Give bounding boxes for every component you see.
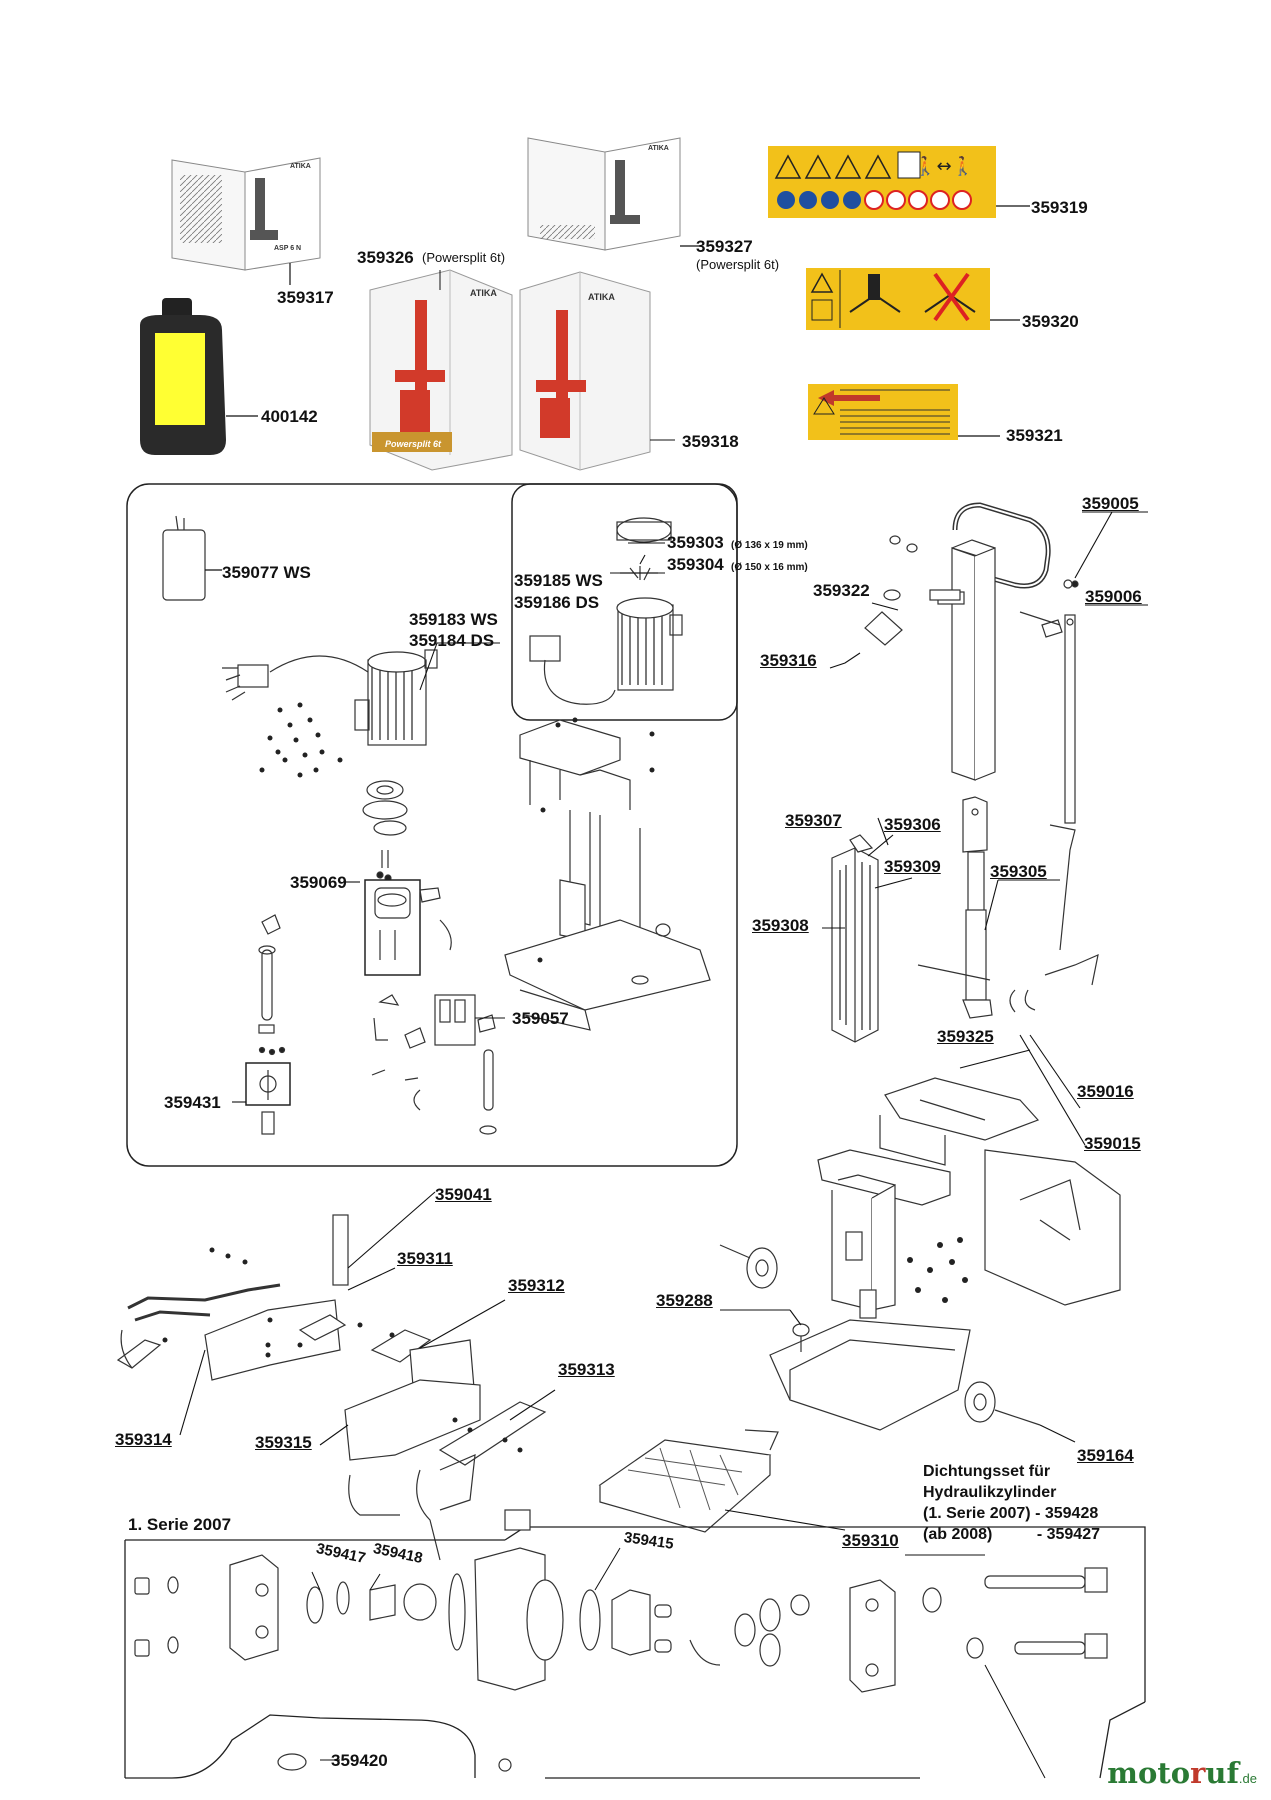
part-label-359183: 359183 WS [409, 610, 498, 629]
seal-kit-note-line1: Dichtungsset für [923, 1463, 1051, 1480]
box-359318: ATIKA [519, 271, 651, 471]
part-label-359322: 359322 [813, 581, 870, 600]
part-label-359317: 359317 [277, 288, 334, 307]
part-label-359313: 359313 [558, 1360, 615, 1379]
seal-kit-strip [124, 1509, 1146, 1779]
manual-359317-brand: ATIKA [290, 163, 311, 170]
part-label-359321: 359321 [1006, 426, 1063, 445]
motoruf-watermark: motoruf.de [1107, 1756, 1257, 1790]
warning-sticker-359320 [806, 268, 990, 330]
part-note-359303: (Ø 136 x 19 mm) [731, 540, 808, 551]
watermark-prefix: moto [1107, 1756, 1191, 1790]
part-note-359304: (Ø 150 x 16 mm) [731, 562, 808, 573]
box-359326: Powersplit 6t ATIKA [369, 269, 513, 471]
box-359326-brand: ATIKA [470, 288, 497, 298]
part-label-400142: 400142 [261, 407, 318, 426]
watermark-tld: .de [1238, 1771, 1257, 1786]
motor-assembly-parts [162, 515, 711, 1135]
part-label-359305: 359305 [990, 862, 1047, 881]
warning-sticker-359319: 🚶↔🚶 [768, 146, 996, 218]
part-label-359309: 359309 [884, 857, 941, 876]
serie-2007-label: 1. Serie 2007 [128, 1515, 232, 1534]
part-label-359077: 359077 WS [222, 563, 311, 582]
part-label-359320: 359320 [1022, 312, 1079, 331]
part-label-359069: 359069 [290, 873, 347, 892]
part-label-359164: 359164 [1077, 1446, 1134, 1465]
box-359318-brand: ATIKA [588, 292, 615, 302]
part-label-359304: 359304 [667, 555, 724, 574]
part-label-359303: 359303 [667, 533, 724, 552]
part-label-359005: 359005 [1082, 494, 1139, 513]
manual-359317-illustration: ATIKA ASP 6 N [171, 157, 321, 271]
part-label-359288: 359288 [656, 1291, 713, 1310]
oil-bottle-400142 [140, 298, 226, 455]
manual-359327-illustration: ATIKA [527, 137, 681, 251]
part-label-359184: 359184 DS [409, 631, 495, 650]
part-note-359326: (Powersplit 6t) [422, 250, 506, 265]
warning-sticker-359321 [808, 384, 958, 440]
part-label-359318: 359318 [682, 432, 739, 451]
motor-assembly-frame [126, 483, 738, 1167]
svg-text:🚶↔🚶: 🚶↔🚶 [914, 155, 974, 177]
watermark-suffix: uf [1205, 1756, 1239, 1790]
watermark-r: r [1190, 1756, 1206, 1790]
part-label-359306: 359306 [884, 815, 941, 834]
manual-359327-brand: ATIKA [648, 145, 669, 152]
column-assembly [831, 502, 1099, 1043]
part-label-359327: 359327 [696, 237, 753, 256]
part-label-359186: 359186 DS [514, 593, 600, 612]
part-note-359327: (Powersplit 6t) [696, 257, 780, 272]
part-label-359314: 359314 [115, 1430, 172, 1449]
part-label-359057: 359057 [512, 1009, 569, 1028]
seal-kit-note: Dichtungsset für Hydraulikzylinder (1. S… [923, 1461, 1100, 1545]
part-label-359311: 359311 [397, 1249, 453, 1268]
leader-lines-lever [179, 1191, 556, 1446]
part-label-359185: 359185 WS [514, 571, 603, 590]
part-label-359312: 359312 [508, 1276, 565, 1295]
part-label-359307: 359307 [785, 811, 842, 830]
part-label-359310: 359310 [842, 1531, 899, 1550]
seal-kit-note-line3: (1. Serie 2007) - 359428 [923, 1505, 1099, 1522]
part-label-359420: 359420 [331, 1751, 388, 1770]
part-label-359431: 359431 [164, 1093, 221, 1112]
leader-lines-right [822, 511, 1148, 1146]
part-label-359325: 359325 [937, 1027, 994, 1046]
part-label-359041: 359041 [435, 1185, 492, 1204]
box-359326-print: Powersplit 6t [385, 439, 442, 449]
seal-kit-note-line4: (ab 2008) - 359427 [923, 1526, 1100, 1543]
leader-lines-frame [232, 542, 665, 1103]
lever-assembly [116, 1214, 547, 1561]
part-label-359006: 359006 [1085, 587, 1142, 606]
seal-kit-note-line2: Hydraulikzylinder [923, 1484, 1057, 1501]
part-label-359308: 359308 [752, 916, 809, 935]
part-label-359315: 359315 [255, 1433, 312, 1452]
part-label-359015: 359015 [1084, 1134, 1141, 1153]
part-label-359016: 359016 [1077, 1082, 1134, 1101]
base-assembly [598, 1077, 1121, 1533]
part-label-359316: 359316 [760, 651, 817, 670]
motor-inset-frame [511, 483, 738, 721]
part-label-359326: 359326 [357, 248, 414, 267]
manual-359317-model: ASP 6 N [274, 245, 301, 252]
part-label-359319: 359319 [1031, 198, 1088, 217]
